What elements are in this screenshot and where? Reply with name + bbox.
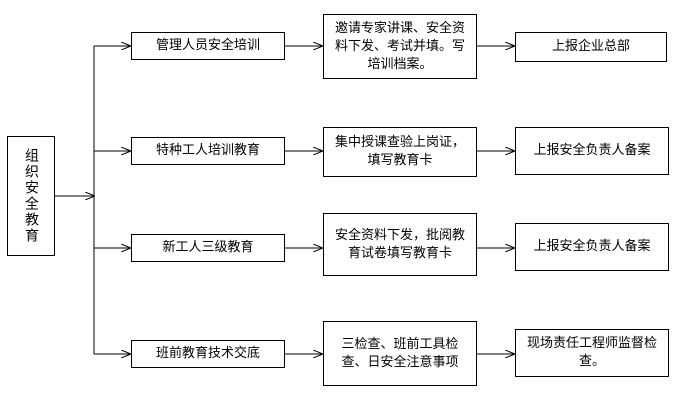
action-node-3: 安全资料下发，批阅教育试卷填写教育卡 [323, 213, 477, 276]
stage-node-4-label: 班前教育技术交底 [155, 346, 260, 361]
action-node-2: 集中授课查验上岗证，填写教育卡 [323, 127, 477, 177]
action-node-4: 三检查、班前工具检查、日安全注意事项 [323, 321, 477, 386]
result-node-3: 上报安全负责人备案 [515, 223, 669, 271]
result-node-4: 现场责任工程师监督检查。 [515, 329, 669, 377]
result-node-2-label: 上报安全负责人备案 [533, 143, 651, 158]
stage-node-2: 特种工人培训教育 [131, 137, 285, 165]
stage-node-1: 管理人员安全培训 [131, 32, 285, 60]
action-node-2-label: 集中授课查验上岗证，填写教育卡 [334, 135, 465, 168]
stage-node-2-label: 特种工人培训教育 [155, 143, 260, 158]
result-node-2: 上报安全负责人备案 [515, 127, 669, 175]
action-node-4-label: 三检查、班前工具检查、日安全注意事项 [341, 336, 459, 370]
stage-node-4: 班前教育技术交底 [131, 340, 285, 368]
stage-node-3-label: 新工人三级教育 [162, 240, 254, 255]
stage-node-3: 新工人三级教育 [131, 234, 285, 262]
result-node-3-label: 上报安全负责人备案 [533, 239, 651, 254]
result-node-1-label: 上报企业总部 [551, 39, 630, 54]
stage-node-1-label: 管理人员安全培训 [155, 38, 260, 53]
action-node-1: 邀请专家讲课、安全资料下发、考试并填。写培训档案。 [323, 14, 477, 79]
result-node-1: 上报企业总部 [515, 32, 667, 62]
action-node-1-label: 邀请专家讲课、安全资料下发、考试并填。写培训档案。 [334, 20, 465, 72]
root-node: 组织安全教育 [7, 136, 55, 256]
result-node-4-label: 现场责任工程师监督检查。 [526, 336, 657, 369]
root-node-label: 组织安全教育 [23, 148, 39, 244]
action-node-3-label: 安全资料下发，批阅教育试卷填写教育卡 [334, 227, 465, 261]
